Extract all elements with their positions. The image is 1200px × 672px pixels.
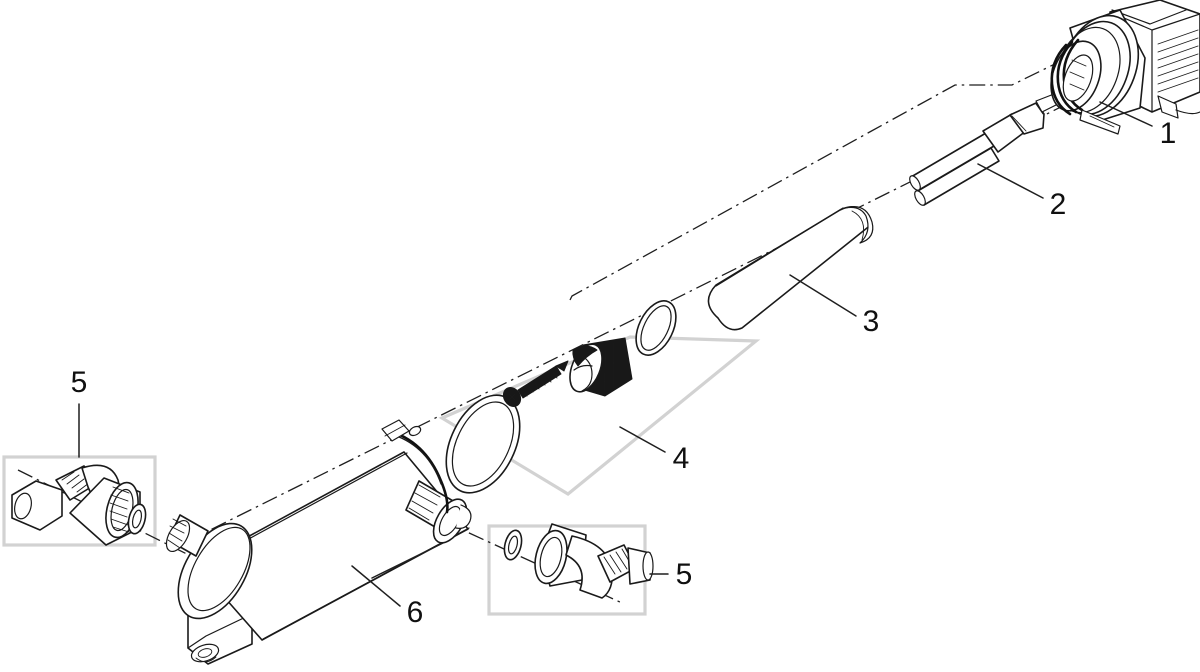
left-connector-seal-inner [131,509,143,529]
head-cooling-fins [1157,29,1199,93]
right-connector-seal-inner [507,535,519,555]
part-hose-connector-right [503,523,654,599]
right-elbow-knurl-lines [603,548,633,575]
cap-nut-inner-rim [581,355,593,392]
screw-thread-lines [522,371,558,397]
callout-label-5-right: 5 [676,558,693,591]
leader-6-a [351,565,401,607]
callout-numbers: 1 2 3 4 5 5 6 [71,117,1177,629]
callout-label-6: 6 [407,596,424,629]
screw-tip [555,360,569,372]
head-power-cable [1175,109,1200,115]
clamp-tab-edge [384,424,406,437]
leader-6-b [371,542,444,579]
foot-screw-hole-inner [197,648,213,658]
part-quartz-glass-tube [707,206,874,331]
foot-hole-shadow [195,656,217,663]
right-union-nut-face [534,529,568,585]
self-tapping-screw [502,360,569,407]
lamp-base-cap [1009,102,1045,135]
quartz-tube-top-edge [715,207,844,287]
clamp-screw-boss [408,425,422,437]
part-housing-body [165,419,472,665]
right-port-lug [455,504,472,529]
head-bore-thread-arc-1 [1050,43,1072,116]
callout-leaders [78,101,1153,607]
part-seal-and-cap-nut-kit [445,300,677,494]
leader-2 [977,163,1044,199]
quartz-tube-rim-inner [851,210,865,241]
small-o-ring-inner [640,305,672,351]
head-top-plate [1111,9,1187,25]
callout-label-4: 4 [673,442,690,475]
right-port-threads [408,484,441,521]
head-bore-thread-arc-2 [1056,40,1078,114]
head-bore-contacts [1069,59,1087,91]
right-elbow-spigot-bore [642,551,654,581]
head-latch-edge [1089,115,1115,128]
main-assembly-axis [185,89,1096,543]
callout-label-5-left: 5 [71,366,88,399]
housing-clamp-band-outer [385,428,449,514]
head-cable-gland [1157,95,1179,119]
upper-offset-axis [569,57,1068,301]
left-elbow-spigot-bore [14,492,32,520]
screw-shank [517,365,562,399]
cap-nut-slot [573,364,593,371]
knurled-cap-nut [569,337,633,397]
part-device-head [1050,0,1200,135]
foot-screw-hole [190,643,220,663]
leader-4 [619,426,666,453]
quartz-tube-open-rim [844,206,874,244]
cap-nut-tab-upper [572,345,598,367]
part-hose-connector-left [11,464,147,546]
leader-1 [1099,101,1153,127]
right-union-nut-bore [539,536,563,578]
callout-label-2: 2 [1050,188,1067,221]
small-o-ring-outer [635,300,677,356]
callout-label-1: 1 [1160,117,1177,150]
lamp-tube-upper-end [909,175,921,191]
foot-edge [187,613,253,649]
part-uvc-lamp [909,93,1059,206]
head-bore-inner [1062,54,1094,102]
housing-right-port [405,480,472,544]
left-port-threads [167,518,187,549]
housing-left-port [165,514,209,557]
right-elbow-bend [565,535,614,599]
housing-left-end-cap-inner [187,526,251,612]
left-elbow-knurl-lines [61,471,90,493]
callout-label-3: 3 [863,305,880,338]
left-port-face [165,520,191,552]
left-union-nut-threads [109,486,130,533]
housing-clamp-band-inner [393,434,442,485]
leader-3 [789,274,857,317]
lamp-tube-lower-end [914,190,926,206]
screw-phillips-slot [508,393,516,401]
large-o-ring-inner [451,401,515,487]
